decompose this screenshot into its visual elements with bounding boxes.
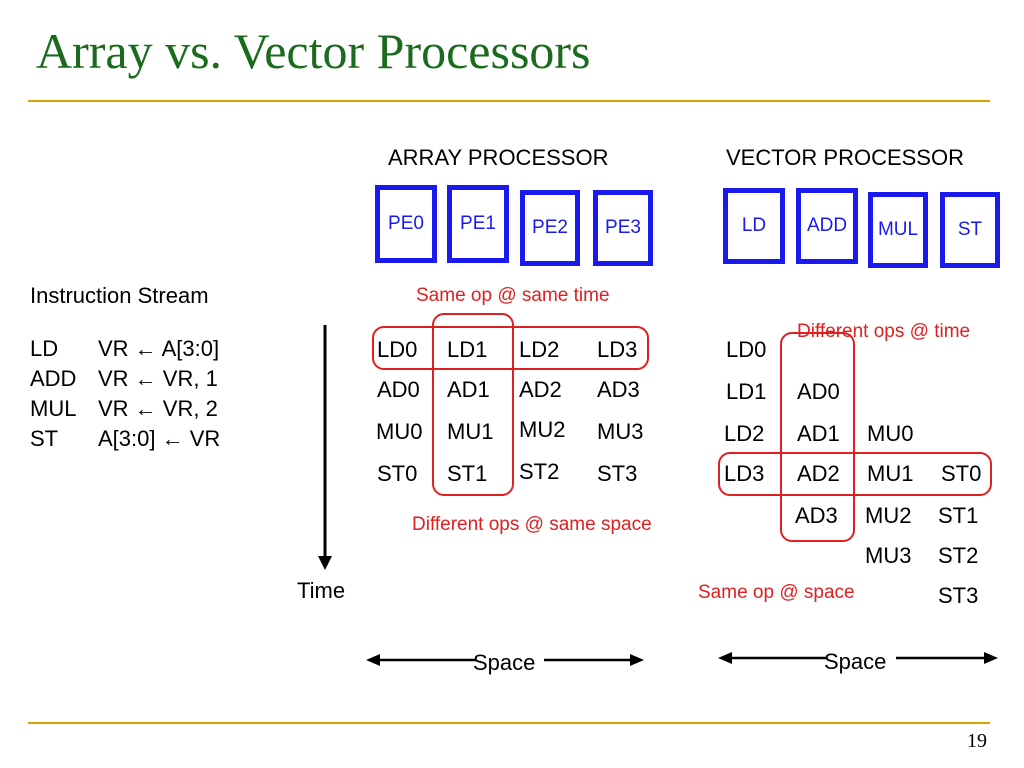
array-cell: AD0 [377,377,420,402]
array-space-arrow-right-head [630,654,644,666]
mul-unit-label: MUL [877,219,919,240]
pe2-box: PE2 [520,190,580,266]
vector-cell: LD3 [724,461,765,486]
vector-cell: LD0 [726,337,767,362]
vector-cell: LD1 [726,379,767,404]
array-cell: AD2 [519,377,562,402]
array-cell: LD2 [519,337,560,362]
instruction-stream-label: Instruction Stream [30,283,209,308]
array-cell: ST0 [377,461,418,486]
pe3-label: PE3 [605,217,641,238]
array-same-space-highlight [432,313,514,496]
vector-cell: MU2 [865,503,912,528]
vector-cell: LD2 [724,421,765,446]
array-cell: MU1 [447,419,494,444]
vector-cell: ST0 [941,461,982,486]
st-unit-label: ST [957,219,983,240]
vector-cell: AD0 [797,379,840,404]
instr-op-ld: LD [30,336,59,361]
array-cell: ST2 [519,459,560,484]
vector-cell: AD3 [795,503,838,528]
pe1-label: PE1 [460,213,496,234]
array-cell: MU2 [519,417,566,442]
vector-cell: ST3 [938,583,979,608]
instr-operands-add: VR ← VR, 1 [98,366,218,391]
vector-space-label: Space [824,649,887,674]
array-cell: ST1 [447,461,488,486]
time-arrow-head [318,556,332,570]
vector-cell: MU1 [867,461,914,486]
pe2-label: PE2 [532,217,568,238]
array-annotation-same-op: Same op @ same time [416,285,610,306]
vector-same-op-highlight [780,332,855,542]
array-cell: LD0 [377,337,418,362]
instr-op-mul: MUL [30,396,77,421]
pe0-box: PE0 [375,185,437,263]
array-cell: MU0 [376,419,423,444]
instr-op-st: ST [30,426,59,451]
vector-space-arrow-right-head [984,652,998,664]
vector-annotation-same-op: Same op @ space [698,582,855,603]
instr-operands-mul: VR ← VR, 2 [98,396,218,421]
vector-cell: MU3 [865,543,912,568]
array-space-label: Space [473,650,536,675]
footer-rule [28,722,990,724]
add-unit-label: ADD [806,215,848,236]
vector-annotation-different-ops: Different ops @ time [797,321,971,342]
mul-unit-box: MUL [868,192,928,268]
pe1-box: PE1 [447,185,509,263]
array-space-arrow-left-head [366,654,380,666]
vector-cell: ST2 [938,543,979,568]
vector-cell: AD1 [797,421,840,446]
array-cell: LD1 [447,337,488,362]
ld-unit-label: LD [741,215,767,236]
array-cell: AD3 [597,377,640,402]
array-annotation-different-ops: Different ops @ same space [412,514,652,535]
vector-different-ops-highlight [718,452,992,496]
instr-op-add: ADD [30,366,77,391]
instr-operands-st: A[3:0] ← VR [98,426,221,451]
array-same-time-highlight [372,326,649,370]
array-processor-heading: ARRAY PROCESSOR [388,145,609,170]
vector-cell: ST1 [938,503,979,528]
vector-cell: MU0 [867,421,914,446]
ld-unit-box: LD [723,188,785,264]
st-unit-box: ST [940,192,1000,268]
slide-title: Array vs. Vector Processors [36,23,591,79]
vector-space-arrow-left-head [718,652,732,664]
vector-processor-heading: VECTOR PROCESSOR [726,145,964,170]
slide-number: 19 [967,730,987,752]
pe3-box: PE3 [593,190,653,266]
vector-cell: AD2 [797,461,840,486]
array-cell: AD1 [447,377,490,402]
time-label: Time [297,578,346,603]
title-underline [28,100,990,102]
array-cell: ST3 [597,461,638,486]
add-unit-box: ADD [796,188,858,264]
instr-operands-ld: VR ← A[3:0] [98,336,220,361]
pe0-label: PE0 [388,213,424,234]
array-cell: LD3 [597,337,638,362]
array-cell: MU3 [597,419,644,444]
